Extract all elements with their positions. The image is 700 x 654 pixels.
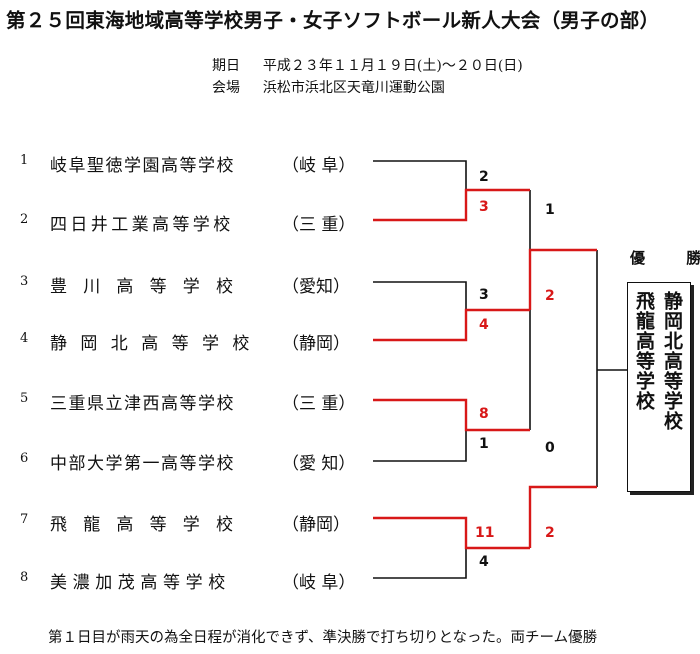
winner-line-team-7 [373,516,530,550]
date-value: 平成２３年１１月１９日(土)～２０日(日) [262,58,523,74]
team-prefecture: （愛 知） [282,454,356,474]
footer-note: 第１日目が雨天の為全日程が消化できず、準決勝で打ち切りとなった。両チーム優勝 [48,630,598,646]
team-prefecture: （三 重） [282,215,356,235]
team-prefecture: （岐 阜） [282,573,356,593]
team-school: 静 岡 北 高 等 学 校 [50,334,249,354]
team-school: 豊 川 高 等 学 校 [50,277,233,297]
score-r1-m4-top: 11 [475,525,495,541]
page-title: 第２５回東海地域高等学校男子・女子ソフトボール新人大会（男子の部） [6,9,660,32]
champion-name-left: 飛龍高等学校 [633,291,655,411]
champion-box: 静岡北高等学校 飛龍高等学校 [627,282,691,492]
team-number: 8 [20,570,29,585]
date-row: 期日 平成２３年１１月１９日(土)～２０日(日) [212,55,523,75]
team-number: 4 [20,331,29,346]
score-sf1-bottom: 2 [545,288,555,304]
venue-row: 会場 浜松市浜北区天竜川運動公園 [212,77,445,97]
winner-line-team-4 [373,308,530,342]
winner-line-team-5 [373,398,530,432]
team-prefecture: （三 重） [282,394,356,414]
score-r1-m1-top: 2 [479,169,489,185]
score-r1-m3-top: 8 [479,406,489,422]
winner-line-sf2 [528,485,597,548]
team-number: 1 [20,153,29,168]
venue-label: 会場 [212,80,240,96]
line-team-6 [373,430,467,462]
team-school: 飛 龍 高 等 学 校 [50,515,233,535]
score-r1-m3-bottom: 1 [479,436,489,452]
score-r1-m2-top: 3 [479,287,489,303]
team-number: 3 [20,274,29,289]
team-school: 美濃加茂高等学校 [50,573,231,593]
line-team-3 [373,281,467,310]
score-sf2-bottom: 2 [545,525,555,541]
score-r1-m2-bottom: 4 [479,317,489,333]
team-number: 7 [20,512,29,527]
line-team-8 [373,548,467,579]
line-team-1 [373,160,467,190]
winner-line-sf1 [528,248,597,310]
team-school: 岐阜聖徳学園高等学校 [50,156,235,176]
date-label: 期日 [212,58,240,74]
team-prefecture: （静岡） [282,515,350,535]
bracket-lines-black [373,160,627,579]
bracket-lines-red [373,188,597,550]
team-prefecture: （静岡） [282,334,350,354]
team-number: 2 [20,212,29,227]
team-prefecture: （岐 阜） [282,156,356,176]
venue-value: 浜松市浜北区天竜川運動公園 [262,80,445,96]
score-sf1-top: 1 [545,202,555,218]
score-r1-m1-bottom: 3 [479,199,489,215]
champion-label: 優 勝 [630,249,700,267]
score-r1-m4-bottom: 4 [479,554,489,570]
team-prefecture: （愛知） [282,277,350,297]
team-school: 三重県立津西高等学校 [50,394,235,414]
team-number: 6 [20,451,29,466]
team-number: 5 [20,391,29,406]
score-sf2-top: 0 [545,440,555,456]
winner-line-team-2 [373,188,530,222]
champion-name-right: 静岡北高等学校 [661,291,683,431]
team-school: 四日井工業高等学校 [50,215,234,235]
team-school: 中部大学第一高等学校 [50,454,235,474]
